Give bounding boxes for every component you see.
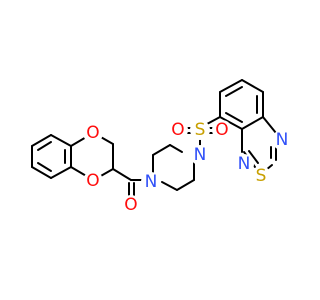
- chemical-structure-diagram: O O O N N S O O N N S: [31, 79, 292, 215]
- svg-text:N: N: [145, 172, 158, 192]
- svg-text:O: O: [86, 171, 99, 191]
- svg-text:N: N: [238, 154, 251, 174]
- atom-o-ring-bottom: O: [83, 171, 103, 191]
- svg-text:O: O: [171, 120, 184, 140]
- atom-s-thiadiazole: S: [251, 166, 271, 186]
- atom-n-thiadiazole-top: N: [272, 130, 292, 150]
- svg-text:S: S: [256, 166, 267, 186]
- atom-s-sulfonyl: S: [190, 120, 210, 140]
- atom-o-ring-top: O: [83, 123, 103, 143]
- atom-o-sulfonyl-top: O: [168, 120, 188, 140]
- svg-text:S: S: [195, 120, 206, 140]
- svg-text:N: N: [194, 145, 207, 165]
- svg-text:N: N: [276, 130, 289, 150]
- atom-o-carbonyl: O: [121, 195, 141, 215]
- atom-n-sulfonyl: N: [190, 145, 210, 165]
- svg-text:O: O: [215, 120, 228, 140]
- atom-o-sulfonyl-bottom: O: [212, 120, 232, 140]
- svg-text:O: O: [124, 195, 137, 215]
- atom-n-thiadiazole-bottom: N: [234, 154, 254, 174]
- atom-n-amide: N: [141, 172, 161, 192]
- svg-text:O: O: [86, 123, 99, 143]
